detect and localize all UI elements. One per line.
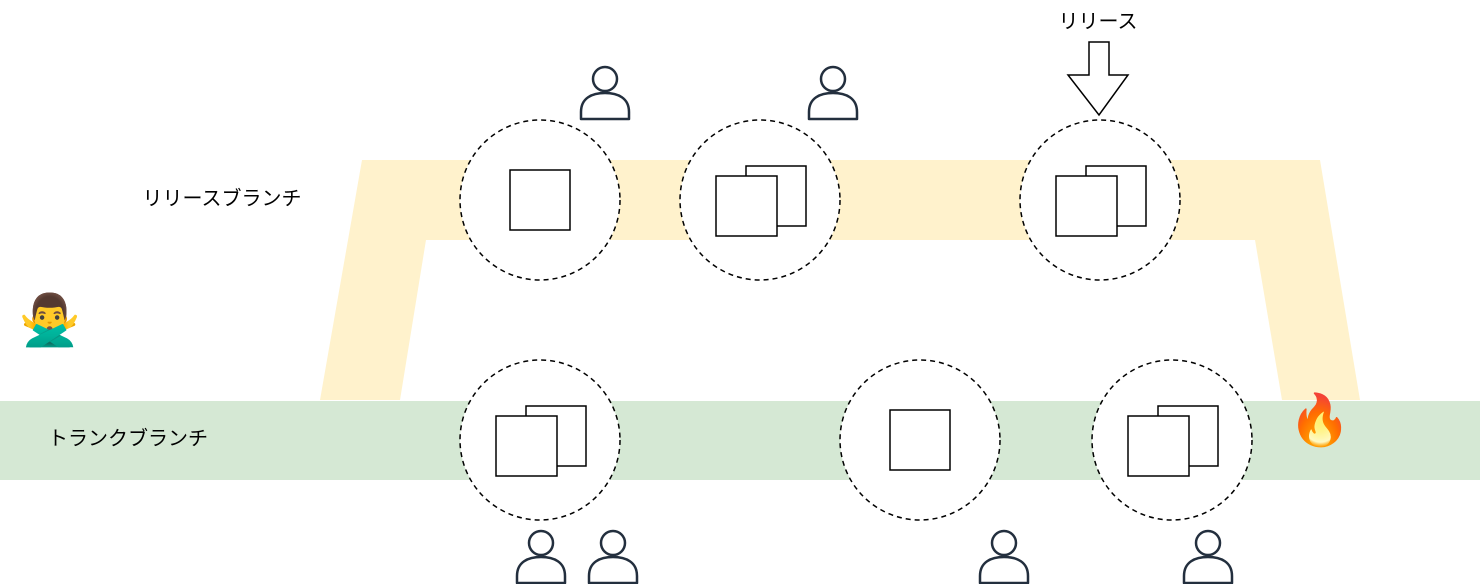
- person-icon: [579, 65, 631, 121]
- square-icon: [509, 169, 571, 231]
- trunk-commit-2: [839, 359, 1001, 521]
- stacked-squares-icon: [715, 165, 807, 237]
- fire-icon: 🔥: [1289, 391, 1351, 449]
- person-icon: [807, 65, 859, 121]
- trunk-branch-label: トランクブランチ: [48, 426, 208, 450]
- stacked-squares-icon: [1127, 405, 1219, 477]
- release-commit-2: [679, 119, 841, 281]
- trunk-commit-1: [459, 359, 621, 521]
- release-label: リリース: [1059, 9, 1138, 33]
- person-icon: [978, 529, 1030, 584]
- person-icon: [515, 529, 567, 584]
- down-arrow-icon: [1066, 41, 1130, 117]
- no-gesture-icon: 🙅‍♂️: [19, 291, 81, 349]
- release-branch-label: リリースブランチ: [143, 186, 302, 210]
- person-icon: [587, 529, 639, 584]
- release-commit-3: [1019, 119, 1181, 281]
- trunk-commit-3: [1091, 359, 1253, 521]
- release-commit-1: [459, 119, 621, 281]
- stacked-squares-icon: [495, 405, 587, 477]
- trunk-branch-band: [0, 401, 1480, 480]
- square-icon: [889, 409, 951, 471]
- person-icon: [1182, 529, 1234, 584]
- stacked-squares-icon: [1055, 165, 1147, 237]
